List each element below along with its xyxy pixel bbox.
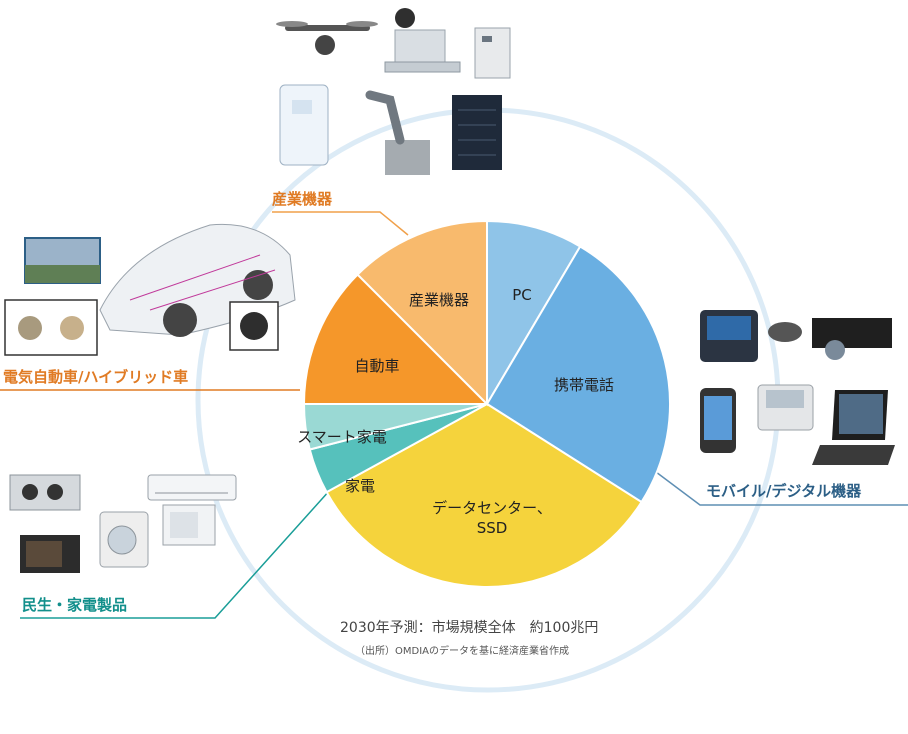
robot-arm-icon: [365, 90, 430, 175]
outdoor-unit-icon: [162, 504, 216, 546]
pie-slice-5: [302, 273, 490, 405]
air-conditioner-icon: [147, 474, 237, 501]
category-label-industrial: 産業機器: [272, 190, 333, 208]
mobile-phone-icon: [700, 388, 736, 453]
leader-line-industrial: [272, 211, 409, 236]
slice-label-appliances: 家電: [344, 477, 376, 495]
handheld-console-icon: [757, 384, 814, 431]
game-controller-icon: [768, 322, 802, 342]
sensor-part-icon: [229, 301, 279, 351]
drone-icon: [276, 21, 378, 55]
category-label-consumer: 民生・家電製品: [22, 596, 128, 614]
slice-label-mobile-phone: 携帯電話: [553, 376, 615, 394]
microwave-icon: [20, 535, 80, 573]
chart-caption: 2030年予測：市場規模全体 約100兆円: [340, 620, 599, 636]
smartphone-keyboard-icon: [700, 310, 758, 362]
pie-slice-1: [485, 245, 671, 504]
leader-line-consumer: [20, 489, 331, 619]
pie-slice-6: [356, 219, 488, 407]
induction-cooker-icon: [9, 474, 81, 511]
washing-machine-icon: [99, 511, 149, 568]
motor-parts-icon: [4, 299, 98, 356]
category-label-automotive: 電気自動車/ハイブリッド車: [3, 368, 189, 386]
camera-view-icon: [24, 237, 101, 284]
machine-tool-icon: [384, 8, 461, 73]
pie-slices: [302, 219, 671, 588]
slice-label-smart-appliances: スマート家電: [297, 428, 387, 446]
slice-label-data-center: データセンター、SSD: [432, 499, 552, 537]
slice-label-pc: PC: [512, 286, 532, 304]
inverter-icon: [279, 84, 329, 166]
dvd-player-icon: [812, 318, 892, 360]
server-rack-icon: [452, 95, 502, 170]
slice-label-industrial: 産業機器: [408, 291, 470, 309]
pie-slice-0: [486, 219, 582, 408]
category-label-mobile: モバイル/デジタル機器: [706, 482, 862, 500]
source-note: （出所）OMDIAのデータを基に経済産業省作成: [355, 646, 569, 657]
leader-line-mobile: [639, 459, 908, 506]
laptop-icon: [812, 390, 895, 465]
slice-label-automobile: 自動車: [354, 357, 400, 375]
control-cabinet-icon: [474, 27, 511, 79]
